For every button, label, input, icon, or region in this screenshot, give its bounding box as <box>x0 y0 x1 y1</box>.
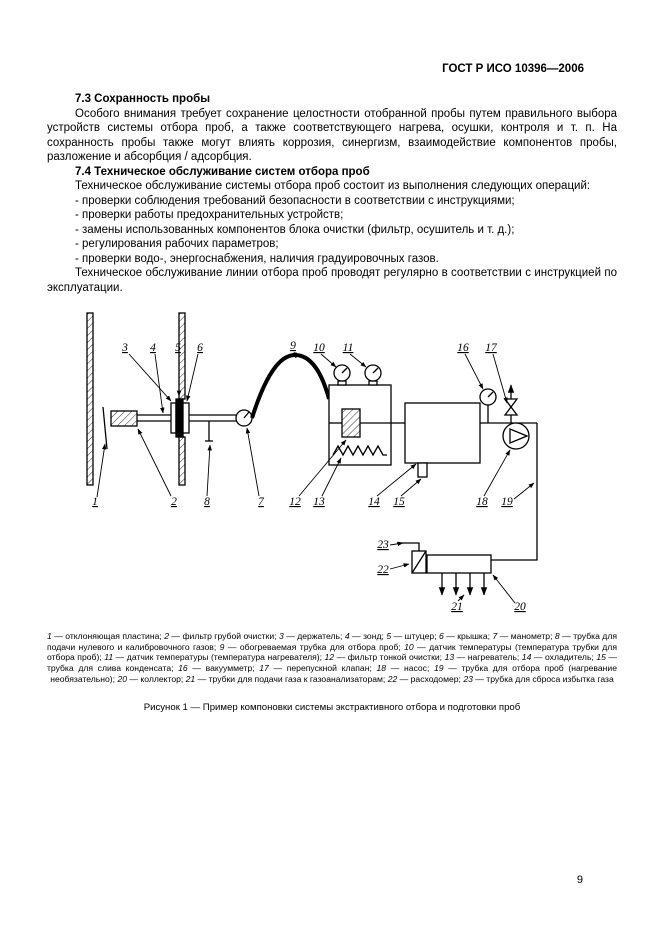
callout-11: 11 <box>343 342 354 354</box>
calibration-gas-stub <box>205 421 213 442</box>
callout-8: 8 <box>204 496 210 508</box>
list-item: - регулирования рабочих параметров; <box>75 238 279 250</box>
callout-6: 6 <box>197 342 203 354</box>
pump <box>502 422 530 450</box>
callout-22: 22 <box>377 564 389 576</box>
deflector-plate <box>102 406 108 450</box>
callout-16: 16 <box>457 342 469 354</box>
figure-1: 1 2 3 4 5 6 7 8 9 10 11 12 13 14 15 16 1 <box>47 307 617 627</box>
callout-2: 2 <box>171 496 177 508</box>
document-id: ГОСТ Р ИСО 10396—2006 <box>442 63 584 75</box>
callout-12: 12 <box>289 496 301 508</box>
fine-filter <box>341 408 361 438</box>
collector-manifold <box>426 554 492 574</box>
figure-legend: 1 — отклоняющая пластина; 2 — фильтр гру… <box>47 631 618 684</box>
pressure-gauge <box>235 409 253 427</box>
coarse-filter <box>110 410 138 427</box>
list-item: - проверки водо-, энергоснабжения, налич… <box>75 252 439 265</box>
figure-caption: Рисунок 1 — Пример компоновки системы эк… <box>143 701 521 713</box>
callout-labels: 1 2 3 4 5 6 7 8 9 10 11 12 13 14 15 16 1 <box>92 340 526 613</box>
stack-duct <box>86 312 186 486</box>
figure-diagram: 1 2 3 4 5 6 7 8 9 10 11 12 13 14 15 16 1 <box>86 312 538 613</box>
callout-14: 14 <box>368 496 380 508</box>
bypass-valve <box>503 384 519 423</box>
page-number: 9 <box>576 874 583 886</box>
callout-20: 20 <box>514 601 526 613</box>
temp-sensor-1 <box>333 364 351 386</box>
vacuum-gauge <box>479 388 497 423</box>
callout-1: 1 <box>92 496 98 508</box>
list-item: - замены использованных компонентов блок… <box>75 223 515 236</box>
section-7-4-title: 7.4 Техническое обслуживание систем отбо… <box>75 165 370 178</box>
callout-5: 5 <box>175 342 181 354</box>
callout-18: 18 <box>476 496 488 508</box>
callout-19: 19 <box>501 496 513 508</box>
callout-21: 21 <box>451 601 463 613</box>
callout-10: 10 <box>313 342 325 354</box>
callout-15: 15 <box>393 496 405 508</box>
callout-9: 9 <box>290 340 296 352</box>
callout-17: 17 <box>485 342 498 354</box>
callout-7: 7 <box>258 496 265 508</box>
probe-holder <box>170 398 190 438</box>
analyzer-outlets <box>438 573 488 596</box>
list-item: - проверки соблюдения требований безопас… <box>75 194 515 207</box>
flow-meter <box>411 550 427 574</box>
callout-13: 13 <box>313 496 325 508</box>
cooler-unit <box>404 402 481 478</box>
section-7-3-title: 7.3 Сохранность пробы <box>75 93 211 105</box>
condensate-drain <box>417 462 428 478</box>
sample-line <box>491 423 538 561</box>
callout-3: 3 <box>121 342 128 354</box>
section-7-3-body: Особого внимания требует сохранение цело… <box>47 107 617 164</box>
callout-4: 4 <box>150 342 156 354</box>
probe-tube <box>137 414 236 422</box>
heated-sample-line <box>250 352 331 419</box>
section-7-4-intro: Техническое обслуживание системы отбора … <box>75 180 591 192</box>
page-content: 7.3 Сохранность пробы Особого внимания т… <box>47 92 617 715</box>
filter-heater-unit <box>328 384 392 466</box>
excess-gas-tube <box>397 542 420 551</box>
section-7-4-closing: Техническое обслуживание линии отбора пр… <box>47 267 617 294</box>
heater-element <box>332 444 387 457</box>
callout-23: 23 <box>377 539 389 551</box>
list-item: - проверки работы предохранительных устр… <box>75 209 344 221</box>
temp-sensor-2 <box>364 364 382 386</box>
callout-leaders <box>96 351 535 604</box>
